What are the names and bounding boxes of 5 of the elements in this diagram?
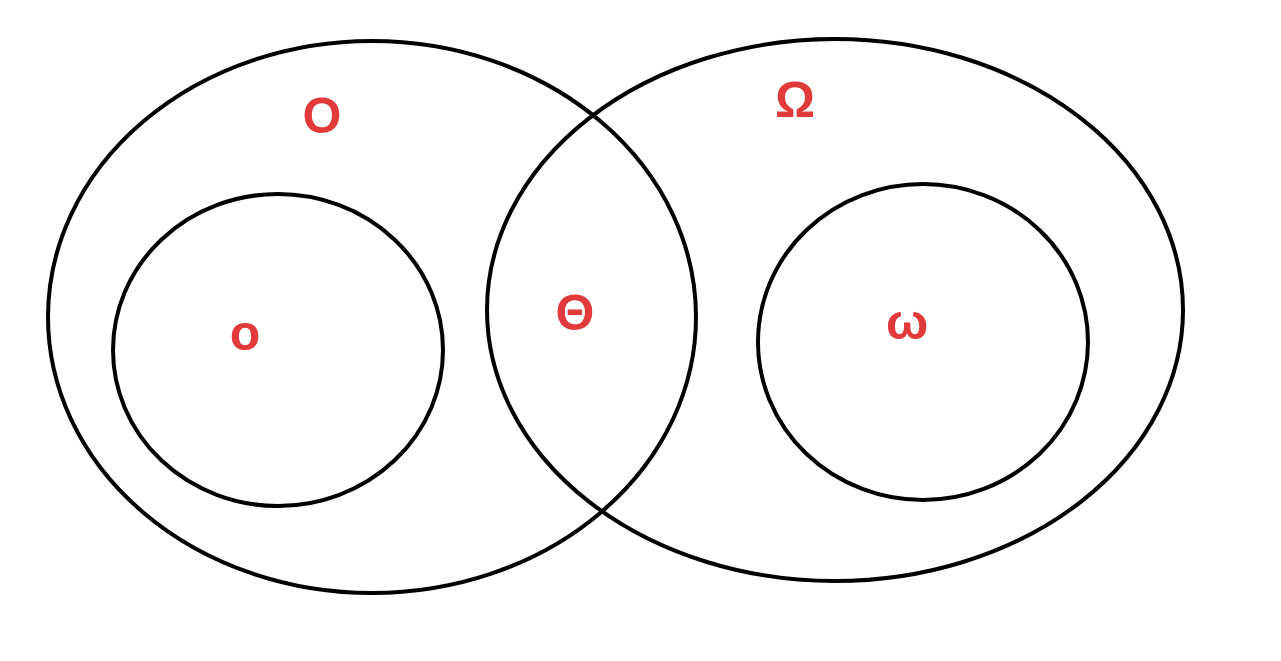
set-label: Ο	[302, 91, 342, 141]
set-label: ο	[229, 308, 261, 358]
intersection-label: Θ	[555, 288, 595, 338]
set-label: Ω	[774, 75, 816, 125]
set-label: ω	[885, 297, 929, 347]
